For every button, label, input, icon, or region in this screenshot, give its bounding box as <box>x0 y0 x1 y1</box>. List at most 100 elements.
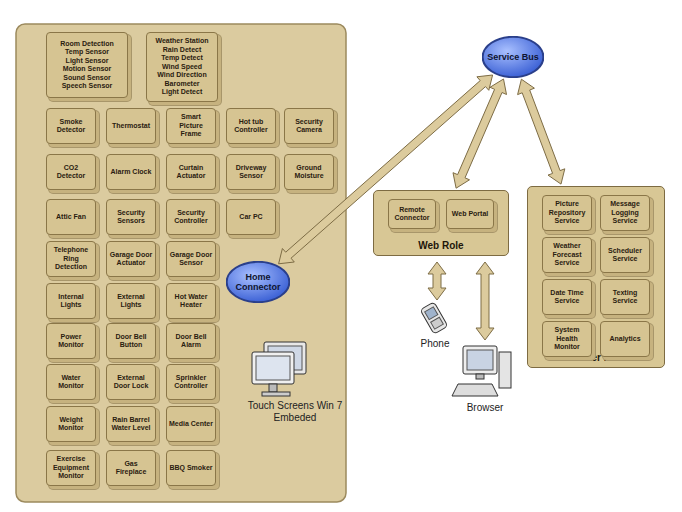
node-label: Wind Speed <box>162 63 202 72</box>
node-label: Light Sensor <box>66 57 109 66</box>
device-box: Security Controller <box>166 199 216 235</box>
device-box: Weather StationRain DetectTemp DetectWin… <box>146 32 218 102</box>
device-box: Smart Picture Frame <box>166 108 216 144</box>
node-label: Alarm Clock <box>111 168 152 177</box>
node-label: Picture Repository Service <box>545 200 589 226</box>
node-label: Rain Detect <box>163 46 202 55</box>
device-box: BBQ Smoker <box>166 450 216 486</box>
connector-arrow <box>453 79 507 188</box>
connector-arrow <box>518 79 565 184</box>
device-box: Analytics <box>600 321 650 357</box>
device-box: Curtain Actuator <box>166 154 216 190</box>
node-label: Hot tub Controller <box>229 118 273 135</box>
node-label: Ground Moisture <box>287 164 331 181</box>
node-label: Power Monitor <box>49 333 93 350</box>
node-label: Hot Water Heater <box>169 293 213 310</box>
node-label: Smart Picture Frame <box>169 113 213 139</box>
device-box: External Lights <box>106 283 156 319</box>
device-box: Texting Service <box>600 279 650 315</box>
device-box: Room DetectionTemp SensorLight SensorMot… <box>46 32 128 98</box>
device-box: CO2 Detector <box>46 154 96 190</box>
device-box: Attic Fan <box>46 199 96 235</box>
device-box: Date Time Service <box>542 279 592 315</box>
device-box: Hot tub Controller <box>226 108 276 144</box>
node-label: Security Sensors <box>109 209 153 226</box>
device-box: Weight Monitor <box>46 406 96 442</box>
node-label: Gas Fireplace <box>109 460 153 477</box>
node-label: Door Bell Alarm <box>169 333 213 350</box>
computer-icon <box>452 346 511 396</box>
caption-label: Phone <box>410 338 460 350</box>
node-label: CO2 Detector <box>49 164 93 181</box>
node-label: Car PC <box>239 213 262 222</box>
device-box: Garage Door Sensor <box>166 241 216 277</box>
device-box: Ground Moisture <box>284 154 334 190</box>
node-label: Curtain Actuator <box>169 164 213 181</box>
device-box: Remote Connector <box>388 199 436 229</box>
node-label: Speech Sensor <box>62 82 113 91</box>
device-box: Internal Lights <box>46 283 96 319</box>
node-label: External Lights <box>109 293 153 310</box>
device-box: Driveway Sensor <box>226 154 276 190</box>
node-label: Motion Sensor <box>63 65 112 74</box>
role-group: Worker RolePicture Repository ServiceMes… <box>527 186 665 368</box>
node-label: BBQ Smoker <box>169 464 212 473</box>
device-box: Door Bell Alarm <box>166 323 216 359</box>
device-box: Car PC <box>226 199 276 235</box>
role-group: Web RoleRemote ConnectorWeb Portal <box>373 190 509 256</box>
node-label: Weather Station <box>155 37 208 46</box>
device-box: Power Monitor <box>46 323 96 359</box>
node-label: Message Logging Service <box>603 200 647 226</box>
node-label: Analytics <box>609 335 640 344</box>
node-label: Rain Barrel Water Level <box>109 416 153 433</box>
node-label: Internal Lights <box>49 293 93 310</box>
node-label: Water Monitor <box>49 374 93 391</box>
device-box: Exercise Equipment Monitor <box>46 450 96 486</box>
node-label: Date Time Service <box>545 289 589 306</box>
node-label: Garage Door Sensor <box>169 251 213 268</box>
device-box: Security Camera <box>284 108 334 144</box>
node-label: Telephone Ring Detection <box>49 246 93 272</box>
device-box: System Health Monitor <box>542 321 592 357</box>
device-box: Alarm Clock <box>106 154 156 190</box>
device-box: Telephone Ring Detection <box>46 241 96 277</box>
node-label: Sound Sensor <box>63 74 110 83</box>
node-label: System Health Monitor <box>545 326 589 352</box>
node-label: Room Detection <box>60 40 114 49</box>
device-box: Rain Barrel Water Level <box>106 406 156 442</box>
node-label: Sprinkler Controller <box>169 374 213 391</box>
home-panel <box>16 24 346 502</box>
node-label: Texting Service <box>603 289 647 306</box>
node-label: Temp Detect <box>161 54 203 63</box>
hub-ellipse: Service Bus <box>482 36 544 78</box>
device-box: Weather Forecast Service <box>542 237 592 273</box>
node-label: Web Portal <box>452 210 488 219</box>
phone-arrow <box>428 262 446 300</box>
node-label: Media Center <box>169 420 213 429</box>
node-label: Remote Connector <box>391 206 433 223</box>
device-box: Picture Repository Service <box>542 195 592 231</box>
device-box: Water Monitor <box>46 364 96 400</box>
device-box: Message Logging Service <box>600 195 650 231</box>
node-label: Weight Monitor <box>49 416 93 433</box>
device-box: Media Center <box>166 406 216 442</box>
hub-ellipse: Home Connector <box>226 261 290 303</box>
device-box: Gas Fireplace <box>106 450 156 486</box>
node-label: Home Connector <box>226 272 290 292</box>
node-label: Wind Direction <box>157 71 206 80</box>
node-label: Attic Fan <box>56 213 86 222</box>
browser-arrow <box>476 262 494 340</box>
device-box: Smoke Detector <box>46 108 96 144</box>
device-box: Thermostat <box>106 108 156 144</box>
node-label: Door Bell Button <box>109 333 153 350</box>
node-label: Security Controller <box>169 209 213 226</box>
touch-screens-icon <box>252 342 306 396</box>
node-label: Light Detect <box>162 88 202 97</box>
device-box: Door Bell Button <box>106 323 156 359</box>
node-label: Thermostat <box>112 122 150 131</box>
node-label: External Door Lock <box>109 374 153 391</box>
device-box: Security Sensors <box>106 199 156 235</box>
node-label: Service Bus <box>483 52 543 62</box>
node-label: Weather Forecast Service <box>545 242 589 268</box>
